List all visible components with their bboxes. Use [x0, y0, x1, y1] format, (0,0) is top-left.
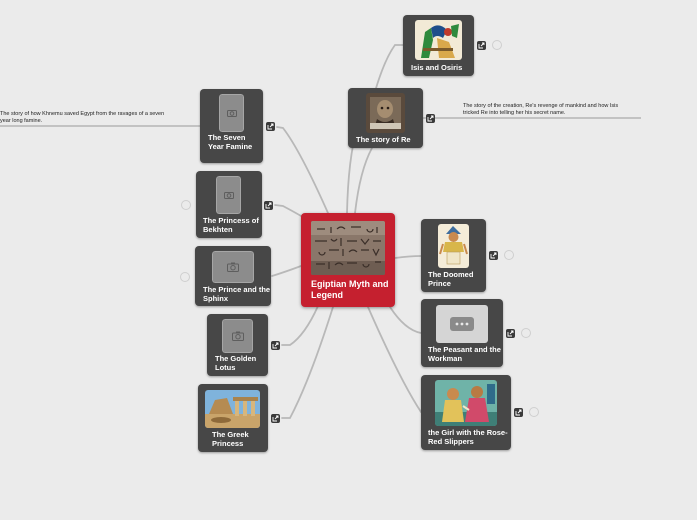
- more-placeholder-image: [436, 305, 488, 343]
- girl-illustration-image: [435, 380, 497, 426]
- camera-icon: [227, 262, 239, 272]
- topic-label: The Prince and the Sphinx: [203, 285, 271, 303]
- external-link-icon[interactable]: [506, 329, 515, 338]
- collapsed-children-indicator[interactable]: [521, 328, 531, 338]
- topic-the-prince-and-the-sphinx[interactable]: The Prince and the Sphinx: [195, 246, 271, 306]
- topic-label: The story of Re: [356, 135, 411, 144]
- topic-label: The Greek Princess: [212, 430, 249, 448]
- topic-the-seven-year-famine[interactable]: The Seven Year Famine: [200, 89, 263, 163]
- topic-label: The Princess of Bekhten: [203, 216, 259, 234]
- topic-the-peasant-and-the-workman[interactable]: The Peasant and the Workman: [421, 299, 503, 367]
- external-link-icon[interactable]: [266, 122, 275, 131]
- collapsed-children-indicator[interactable]: [504, 250, 514, 260]
- camera-placeholder-image: [212, 251, 254, 283]
- photo-placeholder-image: [216, 176, 241, 214]
- topic-label: Isis and Osiris: [411, 63, 463, 72]
- camera-icon: [226, 110, 237, 117]
- topic-isis-and-osiris[interactable]: Isis and Osiris: [403, 15, 474, 76]
- topic-label: The Golden Lotus: [215, 354, 257, 372]
- re-statue-image: [366, 93, 405, 133]
- ellipsis-icon: [450, 317, 474, 331]
- external-link-icon[interactable]: [477, 41, 486, 50]
- central-topic[interactable]: Egiptian Myth and Legend: [301, 213, 395, 307]
- topic-the-story-of-re[interactable]: The story of Re: [348, 88, 423, 148]
- topic-label: the Girl with the Rose-Red Slippers: [428, 428, 508, 446]
- pharaoh-image: [438, 224, 469, 268]
- topic-label: The Doomed Prince: [428, 270, 474, 288]
- hieroglyphs-image: [311, 221, 385, 275]
- note-seven-year-famine: The story of how Khnemu saved Egypt from…: [0, 111, 165, 124]
- central-topic-title: Egiptian Myth and Legend: [311, 279, 389, 300]
- collapsed-children-indicator[interactable]: [529, 407, 539, 417]
- external-link-icon[interactable]: [489, 251, 498, 260]
- topic-the-greek-princess[interactable]: The Greek Princess: [198, 384, 268, 452]
- external-link-icon[interactable]: [264, 201, 273, 210]
- isis-osiris-image: [415, 20, 462, 60]
- camera-placeholder-image: [222, 319, 253, 353]
- external-link-icon[interactable]: [514, 408, 523, 417]
- collapsed-children-indicator[interactable]: [181, 200, 191, 210]
- topic-the-doomed-prince[interactable]: The Doomed Prince: [421, 219, 486, 292]
- collapsed-children-indicator[interactable]: [492, 40, 502, 50]
- topic-label: The Peasant and the Workman: [428, 345, 501, 363]
- topic-the-golden-lotus[interactable]: The Golden Lotus: [207, 314, 268, 376]
- camera-icon: [223, 192, 234, 199]
- temple-image: [205, 390, 260, 428]
- external-link-icon[interactable]: [271, 341, 280, 350]
- topic-label: The Seven Year Famine: [208, 133, 253, 151]
- external-link-icon[interactable]: [426, 114, 435, 123]
- topic-the-girl-with-the-rose-red-slippers[interactable]: the Girl with the Rose-Red Slippers: [421, 375, 511, 450]
- collapsed-children-indicator[interactable]: [180, 272, 190, 282]
- photo-placeholder-image: [219, 94, 244, 132]
- note-story-of-re: The story of the creation, Re's revenge …: [463, 103, 619, 116]
- topic-the-princess-of-bekhten[interactable]: The Princess of Bekhten: [196, 171, 262, 238]
- external-link-icon[interactable]: [271, 414, 280, 423]
- camera-icon: [231, 331, 244, 341]
